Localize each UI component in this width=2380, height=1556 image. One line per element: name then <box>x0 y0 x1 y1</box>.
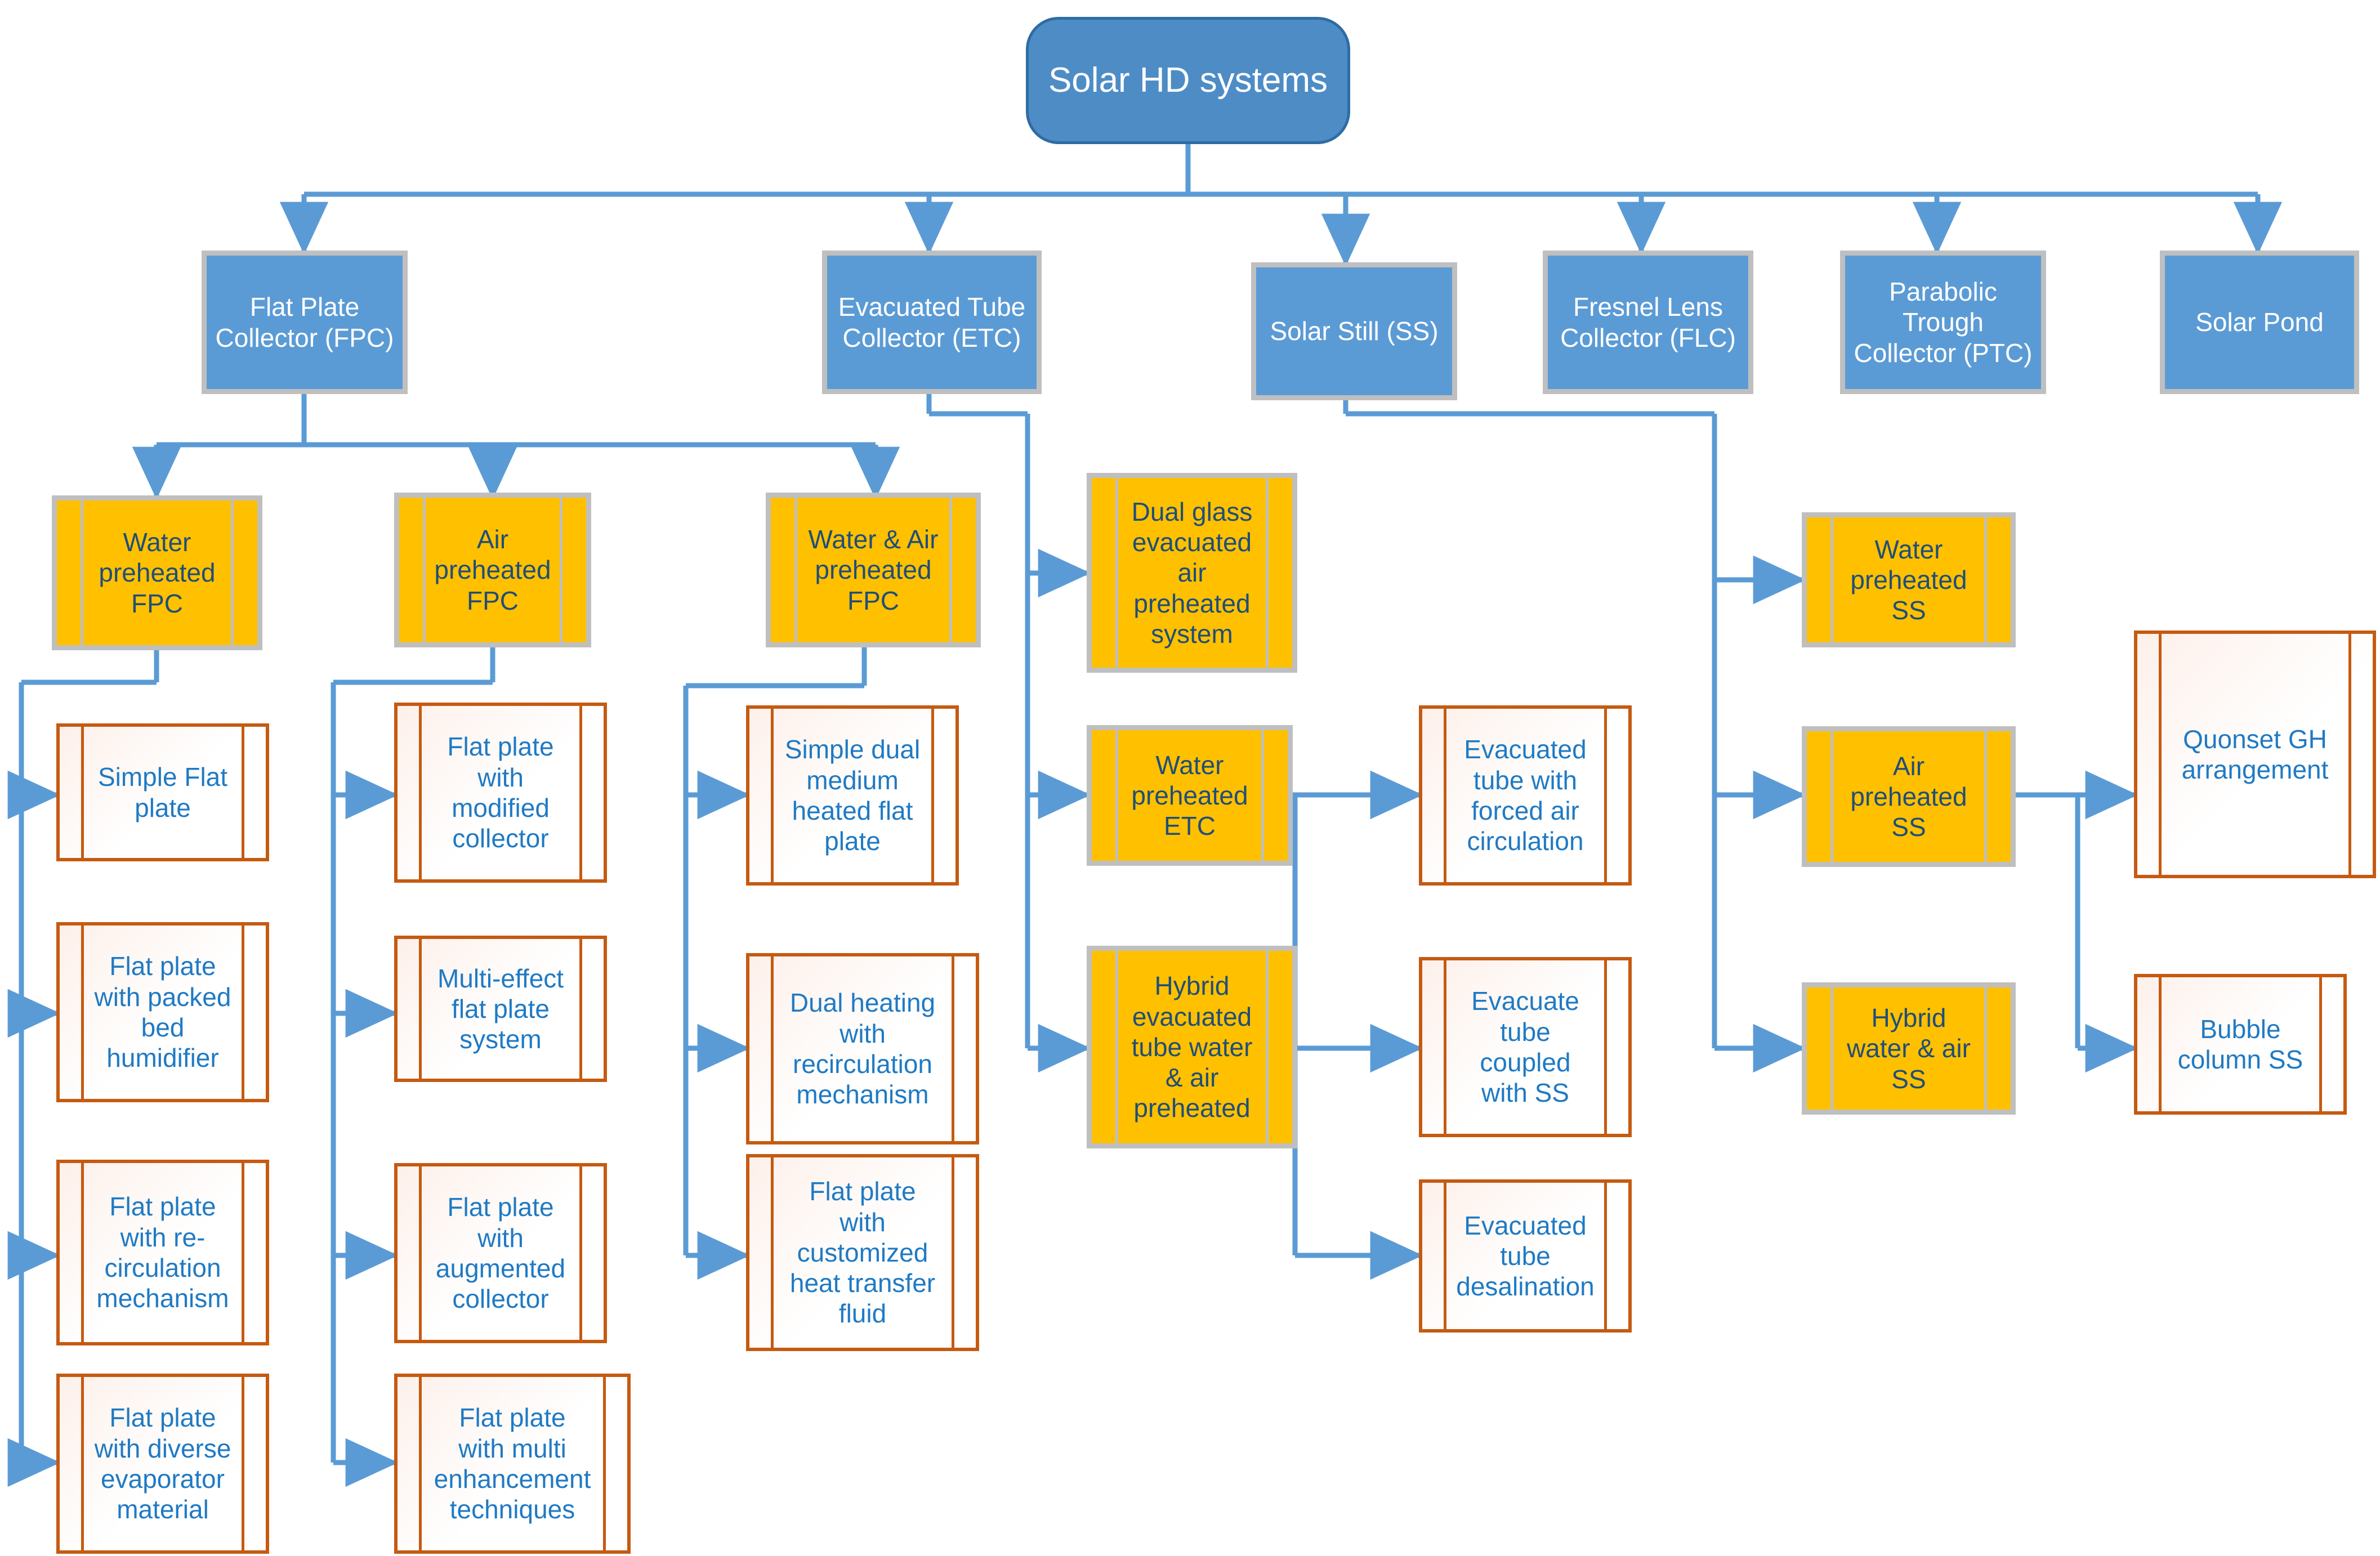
leaf-flat-plate-augmented-collector[interactable]: Flat plate with augmented collector <box>394 1163 607 1343</box>
leaf-label: Evacuated tube with forced air circulati… <box>1464 735 1587 856</box>
node-label: Fresnel Lens Collector (FLC) <box>1560 292 1736 352</box>
node-label: Water preheated ETC <box>1131 750 1248 841</box>
node-hybrid-evacuated-tube-water-air-preheated[interactable]: Hybrid evacuated tube water & air prehea… <box>1087 946 1297 1148</box>
leaf-evacuate-tube-coupled-with-ss[interactable]: Evacuate tube coupled with SS <box>1419 957 1632 1137</box>
node-solar-still[interactable]: Solar Still (SS) <box>1251 262 1457 400</box>
leaf-label: Quonset GH arrangement <box>2181 724 2329 784</box>
leaf-label: Flat plate with multi enhancement techni… <box>434 1403 591 1524</box>
leaf-bubble-column-ss[interactable]: Bubble column SS <box>2134 974 2347 1115</box>
leaf-label: Simple Flat plate <box>97 762 228 822</box>
leaf-dual-heating-with-recirculation-mechanism[interactable]: Dual heating with recirculation mechanis… <box>746 953 979 1144</box>
node-label: Evacuated Tube Collector (ETC) <box>838 292 1026 352</box>
node-label: Parabolic Trough Collector (PTC) <box>1854 277 2033 368</box>
node-air-preheated-fpc[interactable]: Air preheated FPC <box>394 493 591 647</box>
node-dual-glass-evacuated-air-preheated-system[interactable]: Dual glass evacuated air preheated syste… <box>1087 473 1297 673</box>
leaf-simple-flat-plate[interactable]: Simple Flat plate <box>56 723 269 861</box>
leaf-label: Flat plate with diverse evaporator mater… <box>94 1403 231 1524</box>
node-label: Solar Pond <box>2195 307 2324 337</box>
leaf-label: Flat plate with customized heat transfer… <box>789 1177 936 1329</box>
leaf-label: Evacuate tube coupled with SS <box>1471 986 1579 1108</box>
leaf-flat-plate-customized-heat-transfer-fluid[interactable]: Flat plate with customized heat transfer… <box>746 1154 979 1351</box>
leaf-label: Evacuated tube desalination <box>1456 1210 1595 1302</box>
leaf-evacuated-tube-desalination[interactable]: Evacuated tube desalination <box>1419 1179 1632 1333</box>
node-water-preheated-ss[interactable]: Water preheated SS <box>1802 512 2016 647</box>
node-water-preheated-etc[interactable]: Water preheated ETC <box>1087 725 1293 866</box>
node-label: Solar Still (SS) <box>1270 316 1439 346</box>
leaf-quonset-gh-arrangement[interactable]: Quonset GH arrangement <box>2134 631 2376 878</box>
node-label: Air preheated FPC <box>434 525 551 615</box>
leaf-simple-dual-medium-heated-flat-plate[interactable]: Simple dual medium heated flat plate <box>746 705 959 886</box>
node-flat-plate-collector[interactable]: Flat Plate Collector (FPC) <box>202 251 408 394</box>
node-evacuated-tube-collector[interactable]: Evacuated Tube Collector (ETC) <box>822 251 1042 394</box>
node-water-air-preheated-fpc[interactable]: Water & Air preheated FPC <box>766 493 981 647</box>
node-water-preheated-fpc[interactable]: Water preheated FPC <box>52 495 262 650</box>
leaf-label: Dual heating with recirculation mechanis… <box>789 988 936 1110</box>
leaf-label: Bubble column SS <box>2177 1014 2303 1074</box>
node-label: Air preheated SS <box>1850 751 1967 842</box>
leaf-flat-plate-diverse-evaporator-material[interactable]: Flat plate with diverse evaporator mater… <box>56 1374 269 1554</box>
leaf-label: Simple dual medium heated flat plate <box>784 735 921 856</box>
leaf-label: Multi-effect flat plate system <box>437 963 564 1054</box>
node-label: Hybrid evacuated tube water & air prehea… <box>1131 971 1253 1123</box>
leaf-flat-plate-recirculation-mechanism[interactable]: Flat plate with re- circulation mechanis… <box>56 1160 269 1345</box>
node-parabolic-trough-collector[interactable]: Parabolic Trough Collector (PTC) <box>1840 251 2046 394</box>
leaf-label: Flat plate with augmented collector <box>435 1192 566 1314</box>
leaf-label: Flat plate with modified collector <box>447 732 554 853</box>
node-label: Hybrid water & air SS <box>1847 1003 1971 1094</box>
leaf-label: Flat plate with re- circulation mechanis… <box>96 1192 229 1313</box>
leaf-multi-effect-flat-plate-system[interactable]: Multi-effect flat plate system <box>394 936 607 1082</box>
node-hybrid-water-air-ss[interactable]: Hybrid water & air SS <box>1802 982 2016 1115</box>
root-node-label: Solar HD systems <box>1048 61 1328 100</box>
node-label: Water preheated FPC <box>99 527 216 618</box>
leaf-label: Flat plate with packed bed humidifier <box>94 951 231 1073</box>
node-label: Water & Air preheated FPC <box>808 525 939 615</box>
node-label: Flat Plate Collector (FPC) <box>215 292 394 352</box>
leaf-flat-plate-packed-bed-humidifier[interactable]: Flat plate with packed bed humidifier <box>56 922 269 1102</box>
root-node-solar-hd-systems[interactable]: Solar HD systems <box>1026 17 1350 144</box>
node-label: Water preheated SS <box>1850 534 1967 625</box>
node-fresnel-lens-collector[interactable]: Fresnel Lens Collector (FLC) <box>1543 251 1753 394</box>
node-air-preheated-ss[interactable]: Air preheated SS <box>1802 726 2016 867</box>
node-solar-pond[interactable]: Solar Pond <box>2160 251 2359 394</box>
leaf-evacuated-tube-forced-air-circulation[interactable]: Evacuated tube with forced air circulati… <box>1419 705 1632 886</box>
leaf-flat-plate-modified-collector[interactable]: Flat plate with modified collector <box>394 703 607 883</box>
node-label: Dual glass evacuated air preheated syste… <box>1131 497 1253 649</box>
leaf-flat-plate-multi-enhancement-techniques[interactable]: Flat plate with multi enhancement techni… <box>394 1374 631 1554</box>
